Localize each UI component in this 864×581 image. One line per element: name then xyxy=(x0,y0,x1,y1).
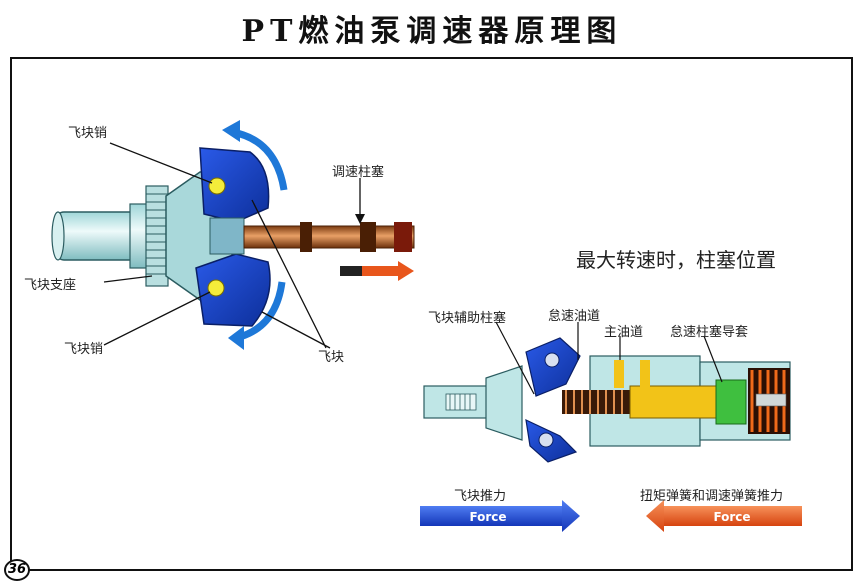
label-flyweight-pin-bottom: 飞块销 xyxy=(64,342,104,357)
label-governor-plunger: 调速柱塞 xyxy=(332,165,385,180)
label-flyweight-thrust: 飞块推力 xyxy=(454,489,507,504)
diagram-frame xyxy=(10,57,853,571)
label-flyweight-carrier: 飞块支座 xyxy=(24,278,77,293)
flyweight-force-arrow: Force xyxy=(420,500,580,532)
page-title: PT燃油泵调速器原理图 xyxy=(241,14,623,49)
spring-force-arrow: Force xyxy=(646,500,802,532)
label-idle-passage: 怠速油道 xyxy=(548,309,601,324)
label-spring-thrust: 扭矩弹簧和调速弹簧推力 xyxy=(640,489,784,504)
upper-governor-assembly xyxy=(51,120,415,350)
label-flyweight-assist-plunger: 飞块辅助柱塞 xyxy=(428,311,507,326)
cross-section-assembly xyxy=(423,321,791,463)
label-idle-plunger-guide: 怠速柱塞导套 xyxy=(670,325,749,340)
left-force-text: Force xyxy=(469,510,506,524)
page-number: 36 xyxy=(4,559,30,581)
label-flyweight-pin-top: 飞块销 xyxy=(68,126,108,141)
max-speed-heading: 最大转速时，柱塞位置 xyxy=(576,248,776,272)
label-main-passage: 主油道 xyxy=(604,325,644,340)
right-force-text: Force xyxy=(713,510,750,524)
label-flyweights: 飞块 xyxy=(318,350,345,365)
